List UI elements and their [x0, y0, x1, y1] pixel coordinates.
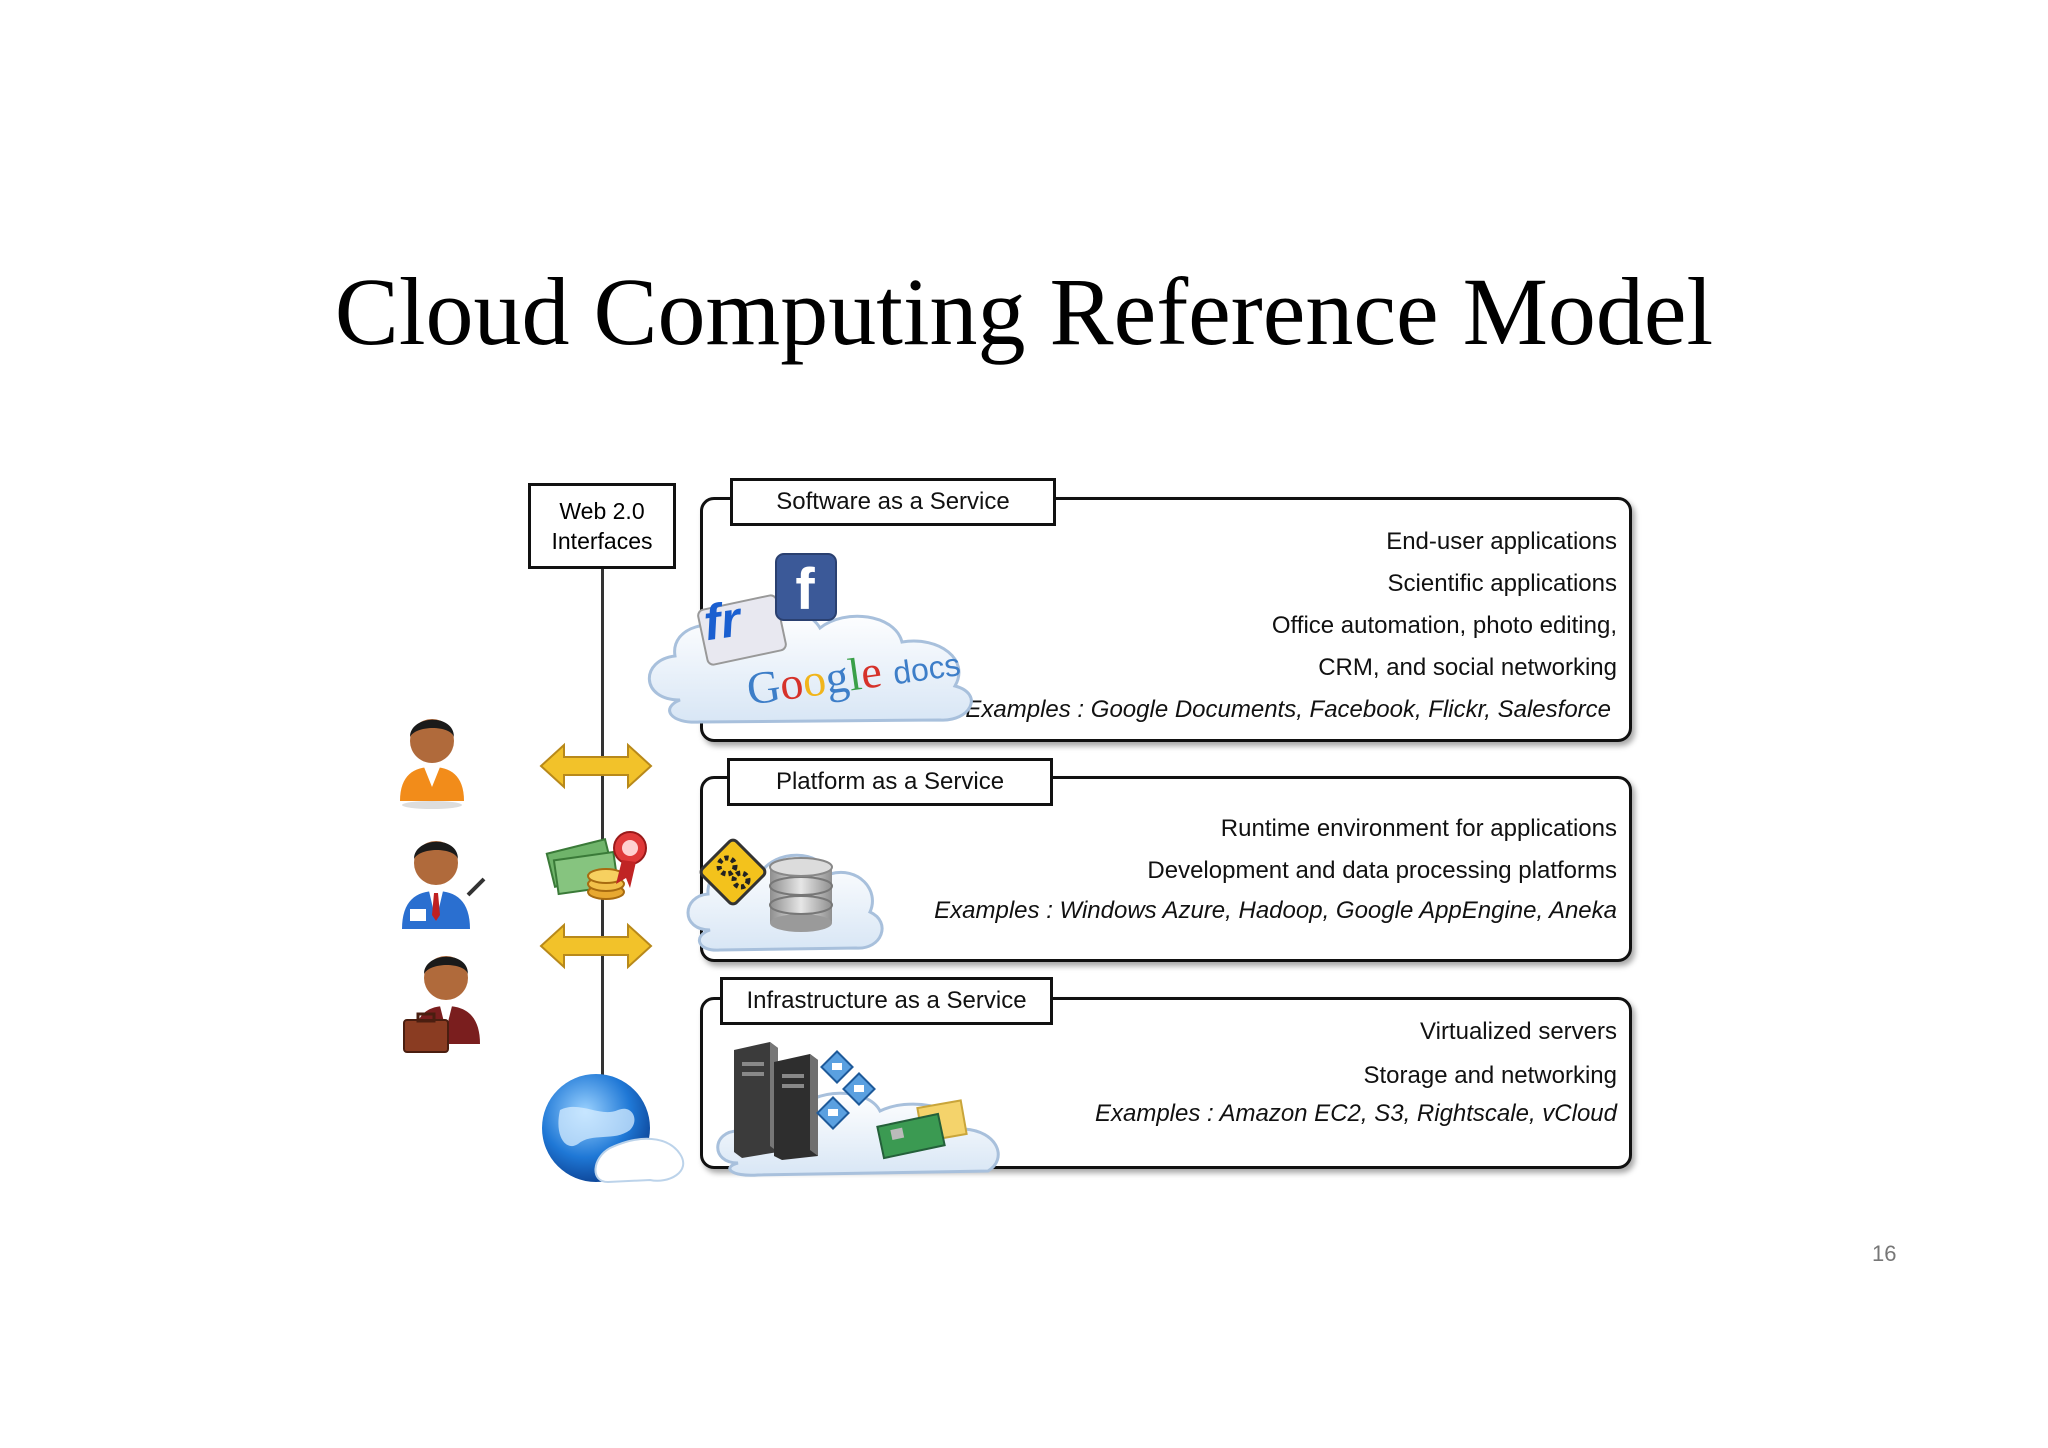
iaas-examples: Examples : Amazon EC2, S3, Rightscale, v… — [1094, 1100, 1617, 1127]
paas-line: Runtime environment for applications — [1220, 815, 1617, 842]
server-icon — [734, 1042, 818, 1160]
web-interfaces-box: Web 2.0 Interfaces — [528, 483, 676, 569]
paas-examples: Examples : Windows Azure, Hadoop, Google… — [934, 897, 1617, 924]
network-card-icon — [876, 1099, 968, 1160]
gear-sign-icon — [699, 838, 767, 906]
flickr-logo — [697, 594, 787, 666]
saas-line: CRM, and social networking — [1318, 654, 1617, 681]
money-icon — [545, 831, 647, 900]
saas-line: Scientific applications — [1387, 570, 1617, 597]
iaas-line: Virtualized servers — [1420, 1018, 1617, 1045]
arrow-icon — [539, 742, 653, 790]
iaas-line: Storage and networking — [1363, 1062, 1618, 1089]
facebook-icon — [775, 553, 837, 621]
page-number: 16 — [1872, 1241, 1897, 1266]
network-icon — [816, 1050, 876, 1130]
web-interfaces-line1: Web 2.0 — [559, 498, 645, 524]
business-user-icon — [402, 841, 486, 929]
iaas-label: Infrastructure as a Service — [720, 977, 1053, 1025]
user-icon — [400, 719, 464, 809]
arrow-icon — [539, 922, 653, 970]
paas-layer: Runtime environment for applications Dev… — [700, 776, 1632, 962]
saas-examples: Examples : Google Documents, Facebook, F… — [965, 696, 1611, 723]
globe-icon — [542, 1074, 685, 1184]
connector-line — [601, 569, 604, 1083]
page-title: Cloud Computing Reference Model — [334, 258, 1714, 365]
database-icon — [769, 857, 833, 932]
saas-line: End-user applications — [1386, 528, 1617, 555]
saas-label: Software as a Service — [730, 478, 1056, 526]
paas-line: Development and data processing platform… — [1147, 857, 1617, 884]
facebook-logo-text: f — [795, 557, 815, 622]
briefcase-user-icon — [403, 956, 480, 1053]
paas-label: Platform as a Service — [727, 758, 1053, 806]
web-interfaces-line2: Interfaces — [551, 528, 653, 554]
saas-line: Office automation, photo editing, — [1271, 612, 1617, 639]
